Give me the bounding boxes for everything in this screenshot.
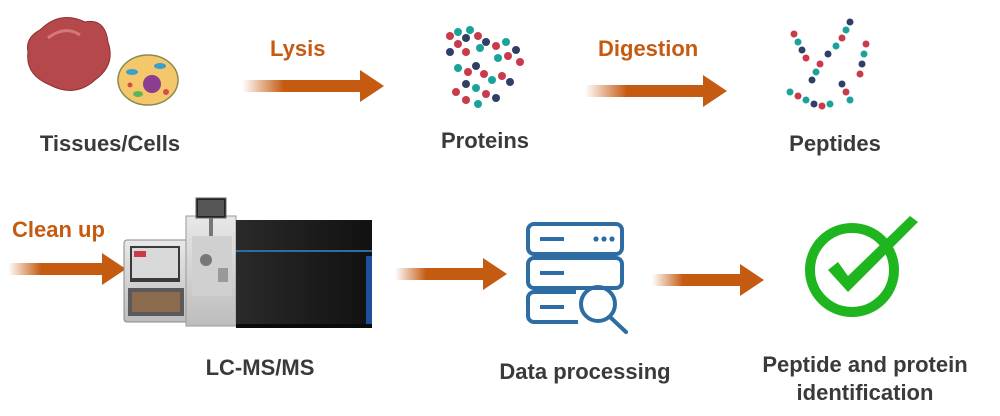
identification-label-line1: Peptide and protein <box>762 352 968 377</box>
lcms-to-data-arrow <box>395 258 507 290</box>
protein-cluster-icon <box>446 26 524 108</box>
peptide-chain-icon <box>786 18 870 110</box>
cleanup-label: Clean up <box>12 217 105 242</box>
tissue-cell-icon <box>27 17 179 106</box>
digestion-label: Digestion <box>598 36 699 61</box>
lcms-label: LC-MS/MS <box>205 355 315 380</box>
lysis-arrow <box>242 70 384 102</box>
tissues-cells-label: Tissues/Cells <box>39 131 181 156</box>
data-processing-label: Data processing <box>499 359 671 384</box>
data-to-ident-arrow <box>652 264 764 296</box>
cleanup-arrow <box>8 253 126 285</box>
proteins-label: Proteins <box>440 128 530 153</box>
check-circle-icon <box>805 216 918 317</box>
mass-spectrometer-icon <box>123 197 372 328</box>
server-search-icon <box>526 222 628 334</box>
identification-label-line2: identification <box>796 380 934 405</box>
digestion-arrow <box>585 75 727 107</box>
lysis-label: Lysis <box>270 36 326 61</box>
peptides-label: Peptides <box>789 131 881 156</box>
